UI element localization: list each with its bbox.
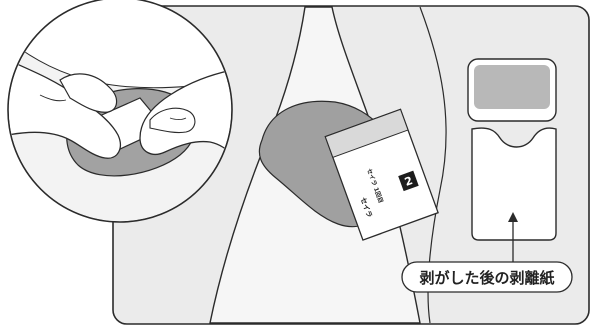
used-release-paper xyxy=(468,59,556,240)
callout-label: 剥がした後の剥離紙 xyxy=(419,269,554,287)
